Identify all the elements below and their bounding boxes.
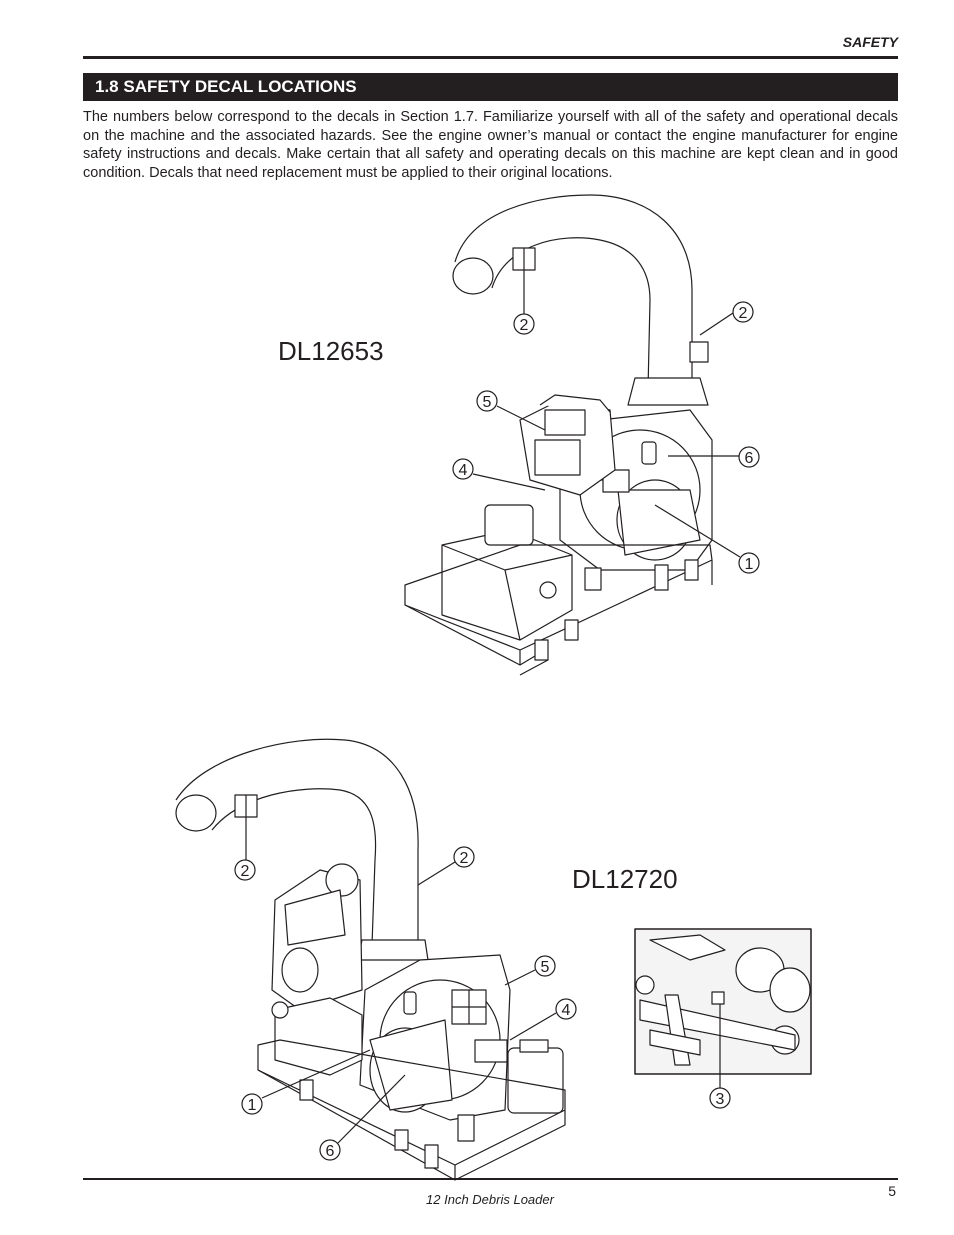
callout-decal-4: 4 xyxy=(562,1002,571,1019)
callout-decal-3: 3 xyxy=(716,1091,725,1108)
section-heading: 1.8 SAFETY DECAL LOCATIONS xyxy=(83,73,898,101)
callout-decal-6: 6 xyxy=(326,1143,335,1160)
running-header: SAFETY xyxy=(842,34,898,50)
model-label-dl12653: DL12653 xyxy=(278,336,384,366)
callout-decal-6: 6 xyxy=(745,450,754,467)
callout-decal-1: 1 xyxy=(745,556,754,573)
page-number: 5 xyxy=(888,1183,896,1199)
footer-document-title: 12 Inch Debris Loader xyxy=(426,1192,554,1207)
callout-decal-2: 2 xyxy=(739,305,748,322)
callout-decal-2: 2 xyxy=(241,863,250,880)
callout-decal-2: 2 xyxy=(460,850,469,867)
callout-decal-5: 5 xyxy=(541,959,550,976)
callout-decal-2: 2 xyxy=(520,317,529,334)
model-label-dl12720: DL12720 xyxy=(572,864,678,894)
belt-drive-inset xyxy=(634,928,812,1075)
machine-drawing-dl12720 xyxy=(175,738,566,1181)
machine-drawing-dl12653 xyxy=(404,194,713,676)
header-rule xyxy=(83,56,898,59)
callout-decal-5: 5 xyxy=(483,394,492,411)
footer-rule xyxy=(83,1178,898,1180)
intro-paragraph: The numbers below correspond to the deca… xyxy=(83,109,898,181)
callout-decal-1: 1 xyxy=(248,1097,257,1114)
callout-decal-4: 4 xyxy=(459,462,468,479)
